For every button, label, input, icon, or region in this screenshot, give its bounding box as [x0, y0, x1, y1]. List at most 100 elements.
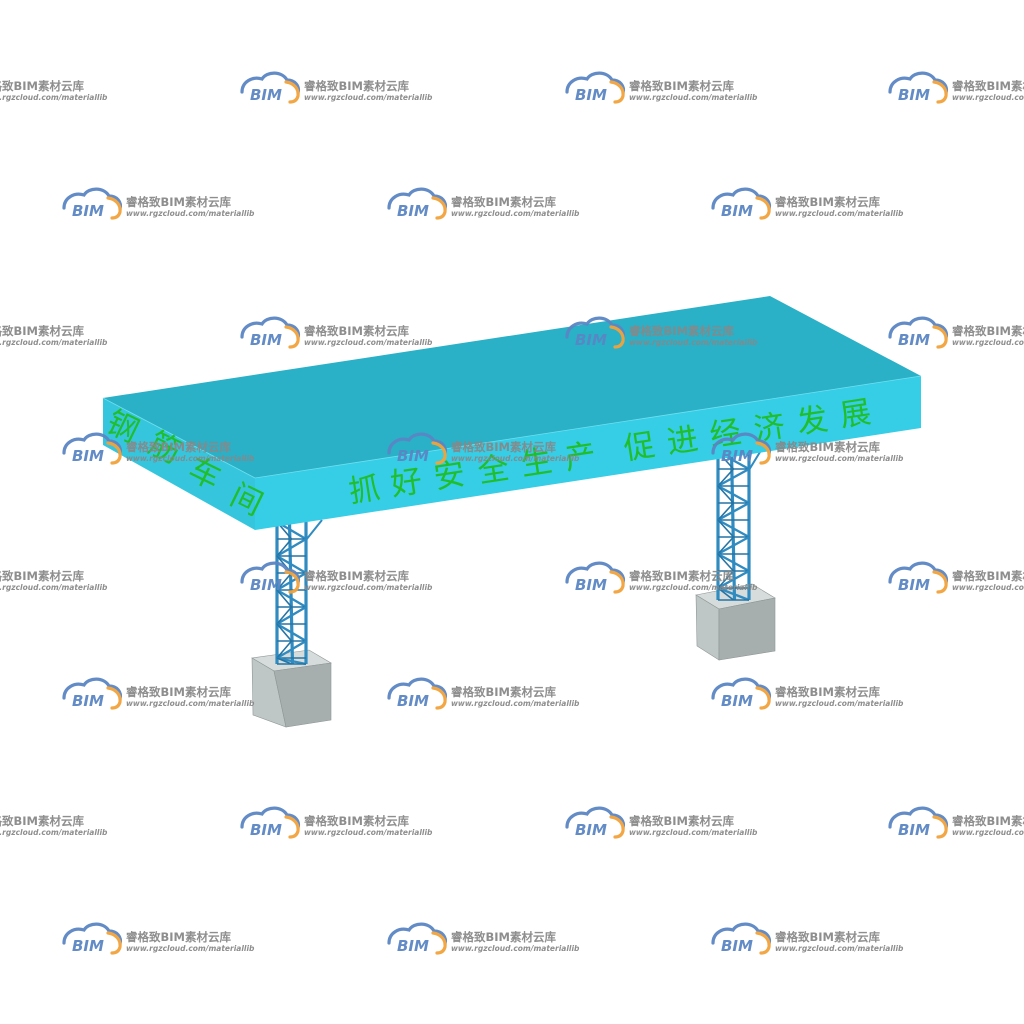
knee-brace — [305, 519, 323, 541]
watermark-name: 睿格致BIM素材云库 — [451, 685, 556, 699]
watermark-url: www.rgzcloud.com/materiallib — [629, 828, 758, 837]
watermark: BIM 睿格致BIM素材云库www.rgzcloud.com/materialli… — [387, 922, 580, 955]
watermark-logo-text: BIM — [72, 202, 104, 220]
watermark-url: www.rgzcloud.com/materiallib — [304, 583, 433, 592]
bim-cloud-logo-icon — [888, 561, 949, 594]
truss-brace — [717, 553, 735, 572]
watermark-url: www.rgzcloud.com/materiallib — [451, 944, 580, 953]
truss-brace — [717, 468, 735, 487]
bim-cloud-logo-icon — [240, 316, 301, 349]
watermark-name: 睿格致BIM素材云库 — [952, 569, 1024, 583]
watermark-name: 睿格致BIM素材云库 — [629, 814, 734, 828]
watermark-url: www.rgzcloud.com/materiallib — [952, 583, 1024, 592]
sign-front-char: 生 — [518, 443, 554, 483]
watermark-logo-text: BIM — [397, 937, 429, 955]
truss-brace — [717, 519, 735, 538]
watermark-url: www.rgzcloud.com/materiallib — [451, 209, 580, 218]
watermark-url: www.rgzcloud.com/materiallib — [775, 944, 904, 953]
watermark-url: www.rgzcloud.com/materiallib — [451, 454, 580, 463]
watermark: BIM 睿格致BIM素材云库www.rgzcloud.com/materialli… — [240, 316, 433, 349]
watermark-url: www.rgzcloud.com/materiallib — [0, 338, 108, 347]
bim-cloud-logo-icon — [387, 922, 448, 955]
bim-cloud-logo-icon — [565, 806, 626, 839]
truss-brace — [276, 554, 307, 575]
sign-front-char: 进 — [664, 421, 700, 461]
watermark-name: 睿格致BIM素材云库 — [952, 324, 1024, 338]
watermark: BIM睿格致BIM素材云库www.rgzcloud.com/materialli… — [0, 814, 108, 837]
bim-cloud-logo-icon — [387, 432, 448, 465]
watermark-layer: BIM睿格致BIM素材云库www.rgzcloud.com/materialli… — [0, 71, 1024, 955]
truss-brace — [717, 587, 734, 601]
watermark-name: 睿格致BIM素材云库 — [629, 324, 734, 338]
truss-brace — [717, 502, 735, 521]
bim-cloud-logo-icon — [240, 71, 301, 104]
truss-brace — [276, 639, 307, 660]
watermark-name: 睿格致BIM素材云库 — [0, 814, 84, 828]
watermark: BIM睿格致BIM素材云库www.rgzcloud.com/materialli… — [0, 569, 108, 592]
bim-cloud-logo-icon — [888, 71, 949, 104]
bim-cloud-logo-icon — [711, 922, 772, 955]
watermark-url: www.rgzcloud.com/materiallib — [304, 338, 433, 347]
truss-brace — [276, 538, 293, 557]
concrete-base-right — [695, 583, 776, 661]
watermark-name: 睿格致BIM素材云库 — [451, 930, 556, 944]
bim-cloud-logo-icon — [240, 806, 301, 839]
watermark-name: 睿格致BIM素材云库 — [629, 79, 734, 93]
knee-brace — [748, 451, 761, 471]
watermark: BIM睿格致BIM素材云库www.rgzcloud.com/materialli… — [888, 71, 1024, 104]
watermark-logo-text: BIM — [397, 692, 429, 710]
bim-cloud-logo-icon — [565, 71, 626, 104]
bim-cloud-logo-icon — [240, 561, 301, 594]
billboard-edge — [102, 375, 922, 479]
truss-brace — [717, 485, 735, 504]
watermark-logo-text: BIM — [575, 576, 607, 594]
truss-brace — [276, 589, 293, 608]
watermark-logo-text: BIM — [898, 821, 930, 839]
watermark-name: 睿格致BIM素材云库 — [952, 79, 1024, 93]
watermark-url: www.rgzcloud.com/materiallib — [775, 209, 904, 218]
watermark-logo-text: BIM — [250, 331, 282, 349]
watermark-logo-text: BIM — [898, 576, 930, 594]
watermark-name: 睿格致BIM素材云库 — [126, 195, 231, 209]
watermark-url: www.rgzcloud.com/materiallib — [126, 454, 255, 463]
truss-brace — [276, 622, 307, 643]
watermark-name: 睿格致BIM素材云库 — [775, 930, 880, 944]
watermark-name: 睿格致BIM素材云库 — [126, 930, 231, 944]
watermark-logo-text: BIM — [250, 821, 282, 839]
bim-cloud-logo-icon — [711, 187, 772, 220]
sign-front-char: 全 — [475, 450, 511, 490]
watermark-name: 睿格致BIM素材云库 — [451, 440, 556, 454]
truss-brace — [717, 518, 750, 539]
watermark-name: 睿格致BIM素材云库 — [304, 324, 409, 338]
truss-brace — [276, 657, 292, 665]
watermark-logo-text: BIM — [72, 447, 104, 465]
truss-brace — [717, 467, 750, 488]
watermark-url: www.rgzcloud.com/materiallib — [126, 699, 255, 708]
truss-brace — [717, 569, 750, 590]
truss-brace — [276, 571, 307, 592]
bim-cloud-logo-icon — [565, 561, 626, 594]
watermark-logo-text: BIM — [250, 86, 282, 104]
watermark-logo-text: BIM — [72, 692, 104, 710]
bim-cloud-logo-icon — [62, 922, 123, 955]
watermark-logo-text: BIM — [721, 447, 753, 465]
bim-cloud-logo-icon — [711, 432, 772, 465]
truss-brace — [717, 535, 750, 556]
bim-cloud-logo-icon — [888, 316, 949, 349]
truss-brace — [717, 501, 750, 522]
bim-cloud-logo-icon — [62, 432, 123, 465]
watermark-logo-text: BIM — [721, 202, 753, 220]
watermark: BIM睿格致BIM素材云库www.rgzcloud.com/materialli… — [888, 316, 1024, 349]
concrete-bases — [251, 583, 776, 728]
